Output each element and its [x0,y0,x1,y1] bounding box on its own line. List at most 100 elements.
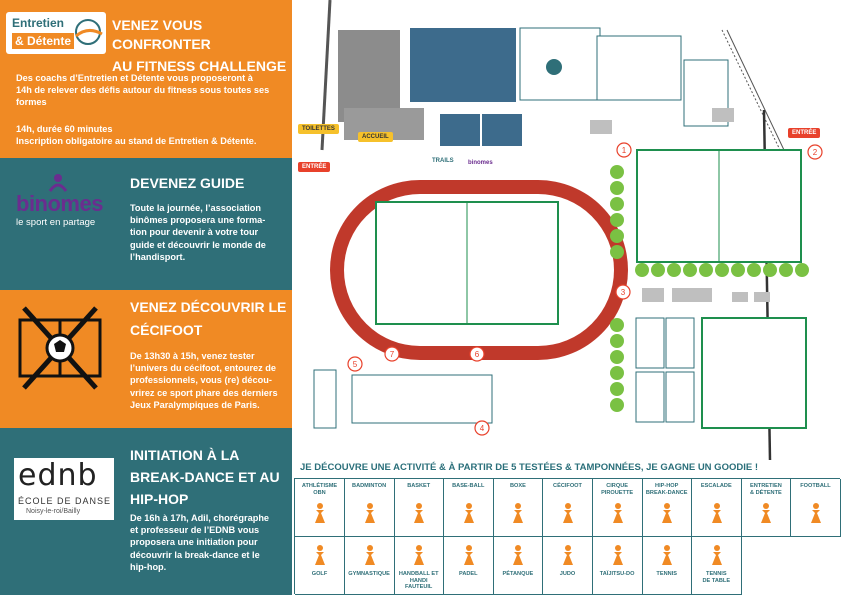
activity-label: FOOTBALL [800,483,831,489]
text-line: tion pour devenir à votre tour [130,227,259,238]
activity-label: BASKET [407,483,431,489]
marker-4: 4 [480,424,485,433]
toilettes-tag: TOILETTES [298,124,339,134]
baseball-bat-icon [463,503,474,523]
entretien-detente-logo: Entretien & Détente [6,12,106,54]
activity-label: PÉTANQUE [502,571,534,577]
text-line: De 13h30 à 15h, venez tester [130,351,255,361]
activity-icon-wrap [308,501,332,525]
padel-court-2 [482,114,522,146]
text-line: Toute la journée, l’association [130,203,262,213]
runner-icon [315,503,325,523]
tennis-ball-icon [662,545,673,565]
activity-icon-wrap [606,501,630,525]
petanque-icon [513,545,524,565]
marker-6: 6 [475,350,480,359]
court-b [596,35,682,101]
number-markers [347,142,823,436]
guide-text: Toute la journée, l’association binômes … [130,202,290,263]
rail [726,29,785,151]
activity-label: BADMINTON [352,483,387,489]
text-line: proposera une initiation pour [130,537,258,548]
activity-icon-wrap [506,501,530,525]
accueil-tag: ACCUEIL [358,132,393,142]
golfer-icon [315,545,325,565]
activity-icon-wrap [407,501,431,525]
basketball-icon [414,503,425,523]
title-line: INITIATION À LA [130,447,240,463]
tree-row [610,165,809,412]
activity-cell: FOOTBALL [791,479,841,537]
trails-logo: TRAILS [432,158,454,164]
football-field-2 [701,317,807,429]
entree-left-tag: ENTRÉE [298,162,331,172]
activity-icon-wrap [606,543,630,567]
marker-3: 3 [621,288,626,297]
text-line: binômes proposera une forma- [130,215,266,226]
marker-1: 1 [622,146,627,155]
activity-cell: TAÏJITSU-DO [592,537,643,595]
text-line: 14h, durée 60 minutes [16,123,113,134]
activity-cell: PÉTANQUE [493,537,544,595]
activity-icon-wrap [506,543,530,567]
cecifoot-title: VENEZ DÉCOUVRIR LE CÉCIFOOT [130,298,286,340]
activity-icon-wrap [655,543,679,567]
figure-icon [48,174,68,192]
ednb-place: Noisy-le-roi/Bailly [26,508,81,515]
rail-dashed [721,29,781,151]
text-line: Inscription obligatoire au stand de Entr… [16,135,257,146]
activity-label: GOLF [311,571,328,577]
activity-cell: CÉCIFOOT [543,479,593,537]
dancer-icon [662,503,673,523]
activity-label: TAÏJITSU-DO [599,571,635,577]
activity-label: JUDO [559,571,576,577]
activity-cell: JUDO [543,537,593,595]
activity-icon-wrap [655,501,679,525]
activity-cell: TENNIS [642,537,693,595]
blind-football-icon [563,503,573,523]
activity-cell: BADMINTON [344,479,395,537]
ednb-word: ednb [18,458,98,493]
activity-icon-wrap [308,543,332,567]
table-tennis-icon [711,545,722,565]
cecifoot-panel: VENEZ DÉCOUVRIR LE CÉCIFOOT De 13h30 à 1… [0,290,292,428]
ednb-sub: ÉCOLE DE DANSE [18,496,112,506]
logo-line1: Entretien [12,16,65,30]
tennis-ball-icon [546,59,562,75]
marker-2: 2 [813,148,818,157]
swoosh-icon [75,19,103,45]
hiphop-panel: ednb ÉCOLE DE DANSE Noisy-le-roi/Bailly … [0,428,292,595]
martial-arts-icon [612,545,623,565]
text-line: guide et découvrir le monde de [130,239,266,250]
building-gym [338,30,400,122]
text-line: et professeur de l’EDNB vous [130,525,260,536]
area-5 [351,374,493,424]
shuttlecock-icon [364,503,375,523]
boxing-gloves-icon [513,503,524,523]
handball-icon [414,545,425,565]
ednb-logo: ednb ÉCOLE DE DANSE Noisy-le-roi/Bailly [14,458,114,520]
football-icon [811,503,821,523]
title-line: DEVENEZ GUIDE [130,175,245,191]
title-line: AU FITNESS CHALLENGE [112,58,287,74]
shed [590,120,612,134]
activity-icon-wrap [358,501,382,525]
binomes-map-logo: binomes [468,160,493,166]
climber-icon [711,503,722,523]
activity-label: BOXE [509,483,526,489]
padel-icon [463,545,474,565]
activity-cell: ENTRETIEN& DÉTENTE [741,479,792,537]
binomes-word: binomes [16,191,103,216]
activity-label: CÉCIFOOT [553,483,582,489]
text-line: Des coachs d’Entretien et Détente vous p… [16,73,253,83]
text-line: 14h de relever des défis autour du fitne… [16,85,270,96]
activity-cell: ESCALADE [691,479,742,537]
